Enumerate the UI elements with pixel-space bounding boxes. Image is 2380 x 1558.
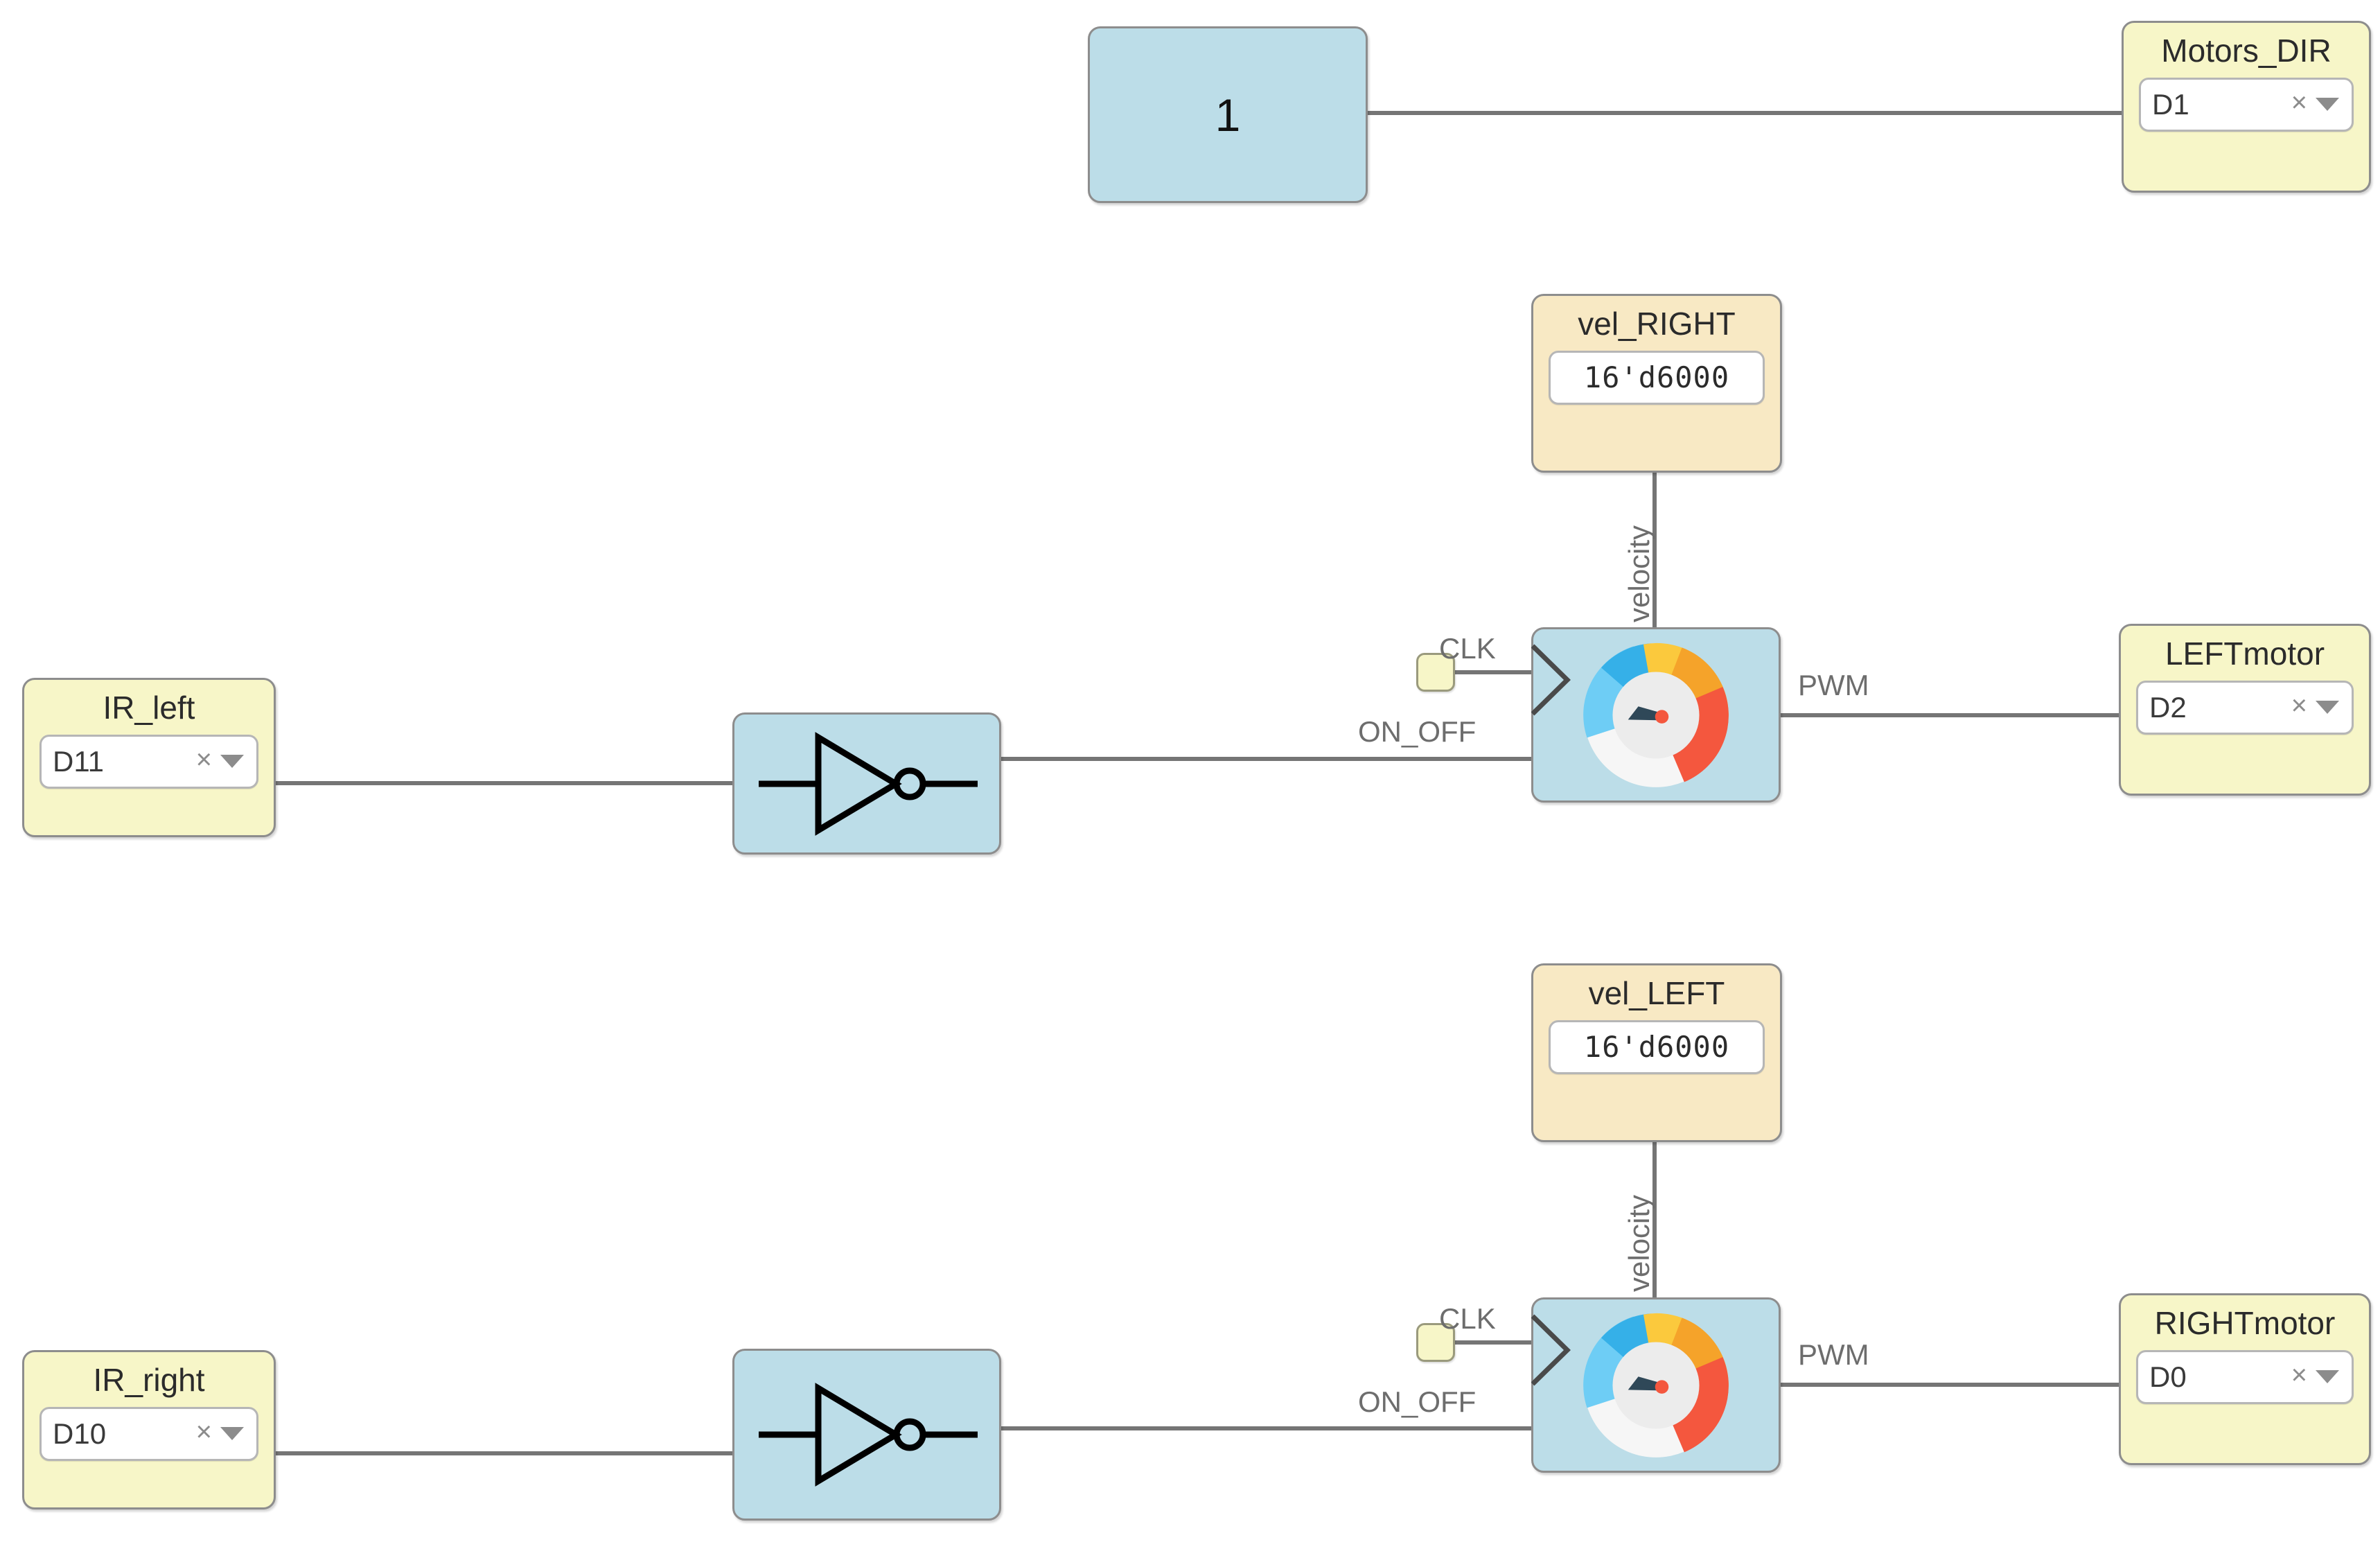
wire-clkport-to-pwm-bottom[interactable] xyxy=(1451,1340,1534,1345)
vel-right-title: vel_RIGHT xyxy=(1578,306,1736,342)
clear-icon[interactable]: × xyxy=(2291,690,2307,721)
wire-vel-left-to-pwm-bottom[interactable] xyxy=(1652,1141,1657,1300)
velocity-label-top: velocity xyxy=(1623,525,1655,622)
left-motor-title: LEFTmotor xyxy=(2165,636,2325,672)
on-off-label-bottom: ON_OFF xyxy=(1358,1385,1477,1418)
vel-left-node[interactable]: vel_LEFT 16'd6000 xyxy=(1531,963,1782,1142)
vel-left-value: 16'd6000 xyxy=(1583,1030,1730,1065)
right-motor-node[interactable]: RIGHTmotor D0 × xyxy=(2119,1293,2371,1465)
chevron-down-icon[interactable] xyxy=(220,755,244,769)
ir-left-title: IR_left xyxy=(103,690,195,726)
right-motor-pin-value: D0 xyxy=(2149,1360,2187,1393)
left-motor-pin-value: D2 xyxy=(2149,690,2187,724)
constant-one-node[interactable]: 1 xyxy=(1088,26,1368,203)
vel-right-value-field[interactable]: 16'd6000 xyxy=(1549,350,1765,405)
right-motor-title: RIGHTmotor xyxy=(2154,1305,2336,1341)
wire-pwm-bottom-to-right-motor[interactable] xyxy=(1779,1383,2119,1387)
wire-clkport-to-pwm-top[interactable] xyxy=(1451,670,1534,674)
pwm-label-top: PWM xyxy=(1798,669,1869,701)
ir-left-node[interactable]: IR_left D11 × xyxy=(22,678,276,837)
clear-icon[interactable]: × xyxy=(195,744,212,775)
velocity-label-bottom: velocity xyxy=(1623,1194,1655,1292)
wire-inverter-top-to-pwm-top[interactable] xyxy=(1001,757,1531,761)
clk-port-stub-top[interactable] xyxy=(1416,653,1455,692)
ir-left-pin-value: D11 xyxy=(53,744,104,778)
right-motor-pin-select[interactable]: D0 × xyxy=(2136,1349,2354,1404)
clear-icon[interactable]: × xyxy=(2291,87,2307,118)
wire-vel-right-to-pwm-top[interactable] xyxy=(1652,471,1657,631)
clk-label-bottom: CLK xyxy=(1439,1302,1496,1335)
wire-constant-to-motors-dir[interactable] xyxy=(1367,111,2122,115)
on-off-label-top: ON_OFF xyxy=(1358,715,1477,748)
vel-right-node[interactable]: vel_RIGHT 16'd6000 xyxy=(1531,294,1782,473)
chevron-down-icon[interactable] xyxy=(2316,1370,2339,1384)
ir-right-node[interactable]: IR_right D10 × xyxy=(22,1350,276,1509)
pwm-top-node[interactable] xyxy=(1531,627,1781,803)
left-motor-pin-select[interactable]: D2 × xyxy=(2136,680,2354,735)
clear-icon[interactable]: × xyxy=(2291,1359,2307,1390)
not-gate-icon xyxy=(759,1383,978,1487)
wire-ir-left-to-inverter-top[interactable] xyxy=(274,781,733,785)
clk-port-stub-bottom[interactable] xyxy=(1416,1323,1455,1362)
vel-right-value: 16'd6000 xyxy=(1583,360,1730,395)
clock-input-triangle-icon xyxy=(1531,1314,1571,1386)
ir-left-pin-select[interactable]: D11 × xyxy=(39,734,258,789)
clock-input-triangle-icon xyxy=(1531,644,1571,716)
constant-one-label: 1 xyxy=(1215,89,1241,141)
wire-pwm-top-to-left-motor[interactable] xyxy=(1779,713,2119,717)
chevron-down-icon[interactable] xyxy=(2316,701,2339,715)
gauge-icon xyxy=(1583,642,1729,787)
motors-dir-pin-select[interactable]: D1 × xyxy=(2139,77,2354,132)
ir-right-pin-value: D10 xyxy=(53,1417,107,1450)
vel-left-value-field[interactable]: 16'd6000 xyxy=(1549,1019,1765,1074)
pwm-label-bottom: PWM xyxy=(1798,1338,1869,1371)
pwm-bottom-node[interactable] xyxy=(1531,1297,1781,1473)
motors-dir-pin-value: D1 xyxy=(2152,87,2189,121)
motors-dir-title: Motors_DIR xyxy=(2161,33,2331,69)
wire-ir-right-to-inverter-bottom[interactable] xyxy=(274,1451,733,1455)
wire-inverter-bottom-to-pwm-bottom[interactable] xyxy=(1001,1426,1531,1430)
inverter-bottom-node[interactable] xyxy=(732,1349,1001,1521)
left-motor-node[interactable]: LEFTmotor D2 × xyxy=(2119,624,2371,796)
chevron-down-icon[interactable] xyxy=(220,1427,244,1441)
ir-right-pin-select[interactable]: D10 × xyxy=(39,1406,258,1461)
chevron-down-icon[interactable] xyxy=(2316,98,2339,112)
gauge-icon xyxy=(1583,1313,1729,1458)
inverter-top-node[interactable] xyxy=(732,712,1001,855)
ir-right-title: IR_right xyxy=(93,1362,205,1398)
vel-left-title: vel_LEFT xyxy=(1588,975,1725,1011)
not-gate-icon xyxy=(759,731,978,836)
clk-label-top: CLK xyxy=(1439,632,1496,665)
motors-dir-node[interactable]: Motors_DIR D1 × xyxy=(2122,21,2371,193)
clear-icon[interactable]: × xyxy=(195,1416,212,1447)
